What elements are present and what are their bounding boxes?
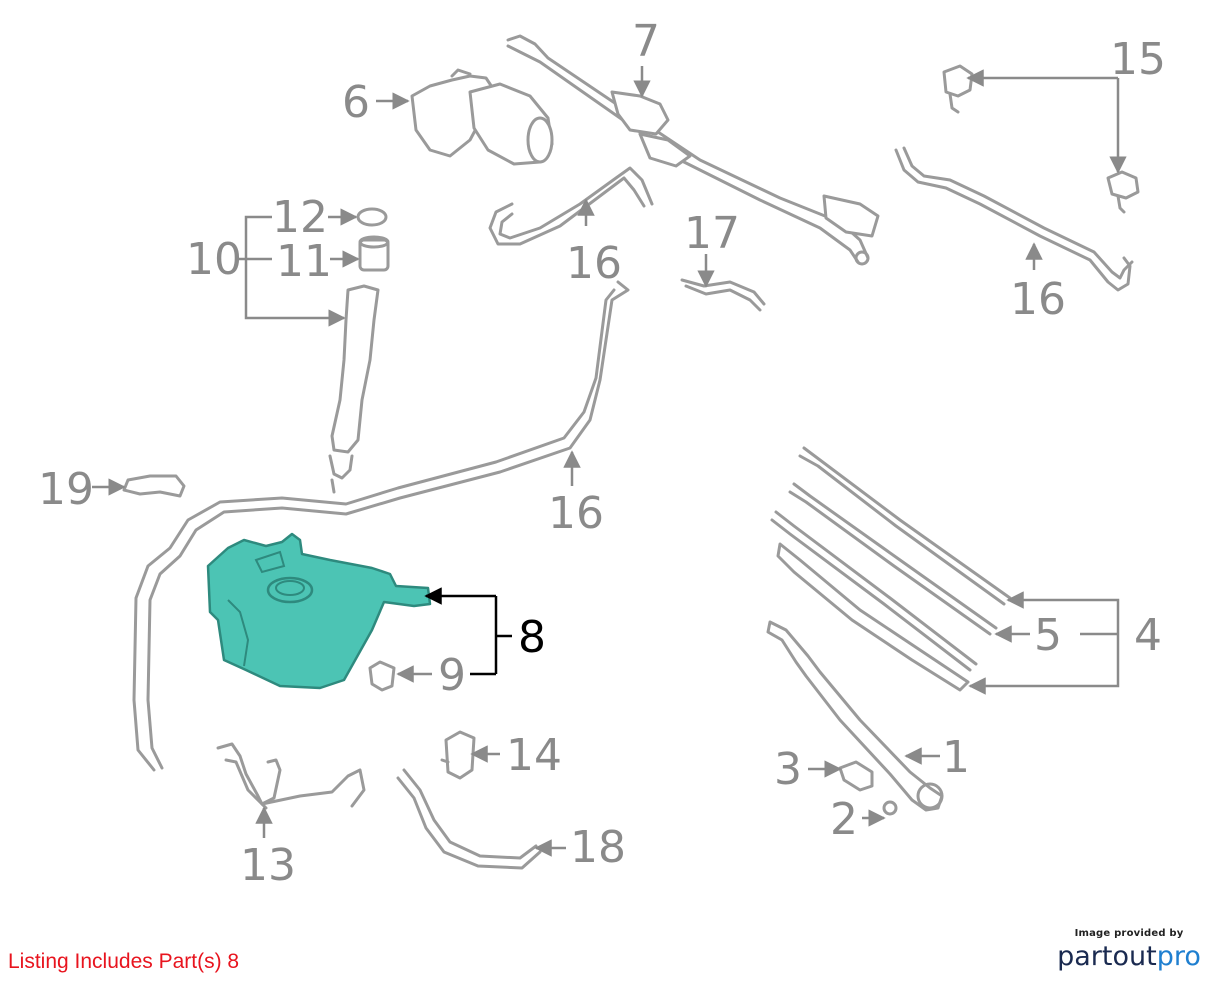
washer-hose-right-part xyxy=(894,146,1134,292)
callout-16-long: 16 xyxy=(548,488,604,539)
callout-13: 13 xyxy=(240,840,296,891)
connector-part xyxy=(440,730,476,780)
washer-nozzles-part xyxy=(942,64,1140,214)
washer-hose-long-part xyxy=(132,280,630,772)
callout-7: 7 xyxy=(632,16,660,67)
wiper-arm-part xyxy=(766,620,944,816)
callout-12: 12 xyxy=(272,192,328,243)
callout-5: 5 xyxy=(1034,610,1062,661)
callout-18: 18 xyxy=(570,822,626,873)
callout-8: 8 xyxy=(518,612,546,663)
brand-logo: Image provided by partoutpro xyxy=(1054,928,1204,973)
washer-hose-top-part xyxy=(488,166,654,246)
callout-11: 11 xyxy=(276,236,332,287)
wiper-blades-part xyxy=(770,446,1012,692)
brand-name-part2: pro xyxy=(1156,941,1201,972)
clip-part xyxy=(122,474,186,498)
callout-labels: 1 2 3 4 5 6 7 8 9 10 11 12 13 14 15 16 1… xyxy=(38,16,1166,891)
washer-pump-sensor-part xyxy=(216,742,366,810)
wiper-linkage-part xyxy=(506,34,880,266)
callout-16-top: 16 xyxy=(566,238,622,289)
washer-pump-part xyxy=(368,660,396,692)
callout-16-right: 16 xyxy=(1010,274,1066,325)
filler-neck-part xyxy=(328,207,390,494)
callout-4: 4 xyxy=(1134,610,1162,661)
callout-14: 14 xyxy=(506,730,562,781)
callout-10: 10 xyxy=(186,234,242,285)
washer-reservoir-part xyxy=(206,532,432,690)
small-hose-part xyxy=(680,278,766,312)
brand-name-part1: partout xyxy=(1057,941,1157,972)
callout-17: 17 xyxy=(684,208,740,259)
callout-2: 2 xyxy=(830,794,858,845)
callout-3: 3 xyxy=(774,744,802,795)
callout-19: 19 xyxy=(38,464,94,515)
brand-caption: Image provided by xyxy=(1074,928,1184,939)
callout-15: 15 xyxy=(1110,34,1166,85)
callout-6: 6 xyxy=(342,77,370,128)
callout-1: 1 xyxy=(942,732,970,783)
callout-9: 9 xyxy=(438,650,466,701)
washer-hose-bottom-part xyxy=(396,768,542,870)
listing-note: Listing Includes Part(s) 8 xyxy=(8,950,240,973)
brand-name: partoutpro xyxy=(1054,941,1204,973)
leader-lines xyxy=(92,66,1127,857)
wiper-motor-part xyxy=(410,68,554,166)
